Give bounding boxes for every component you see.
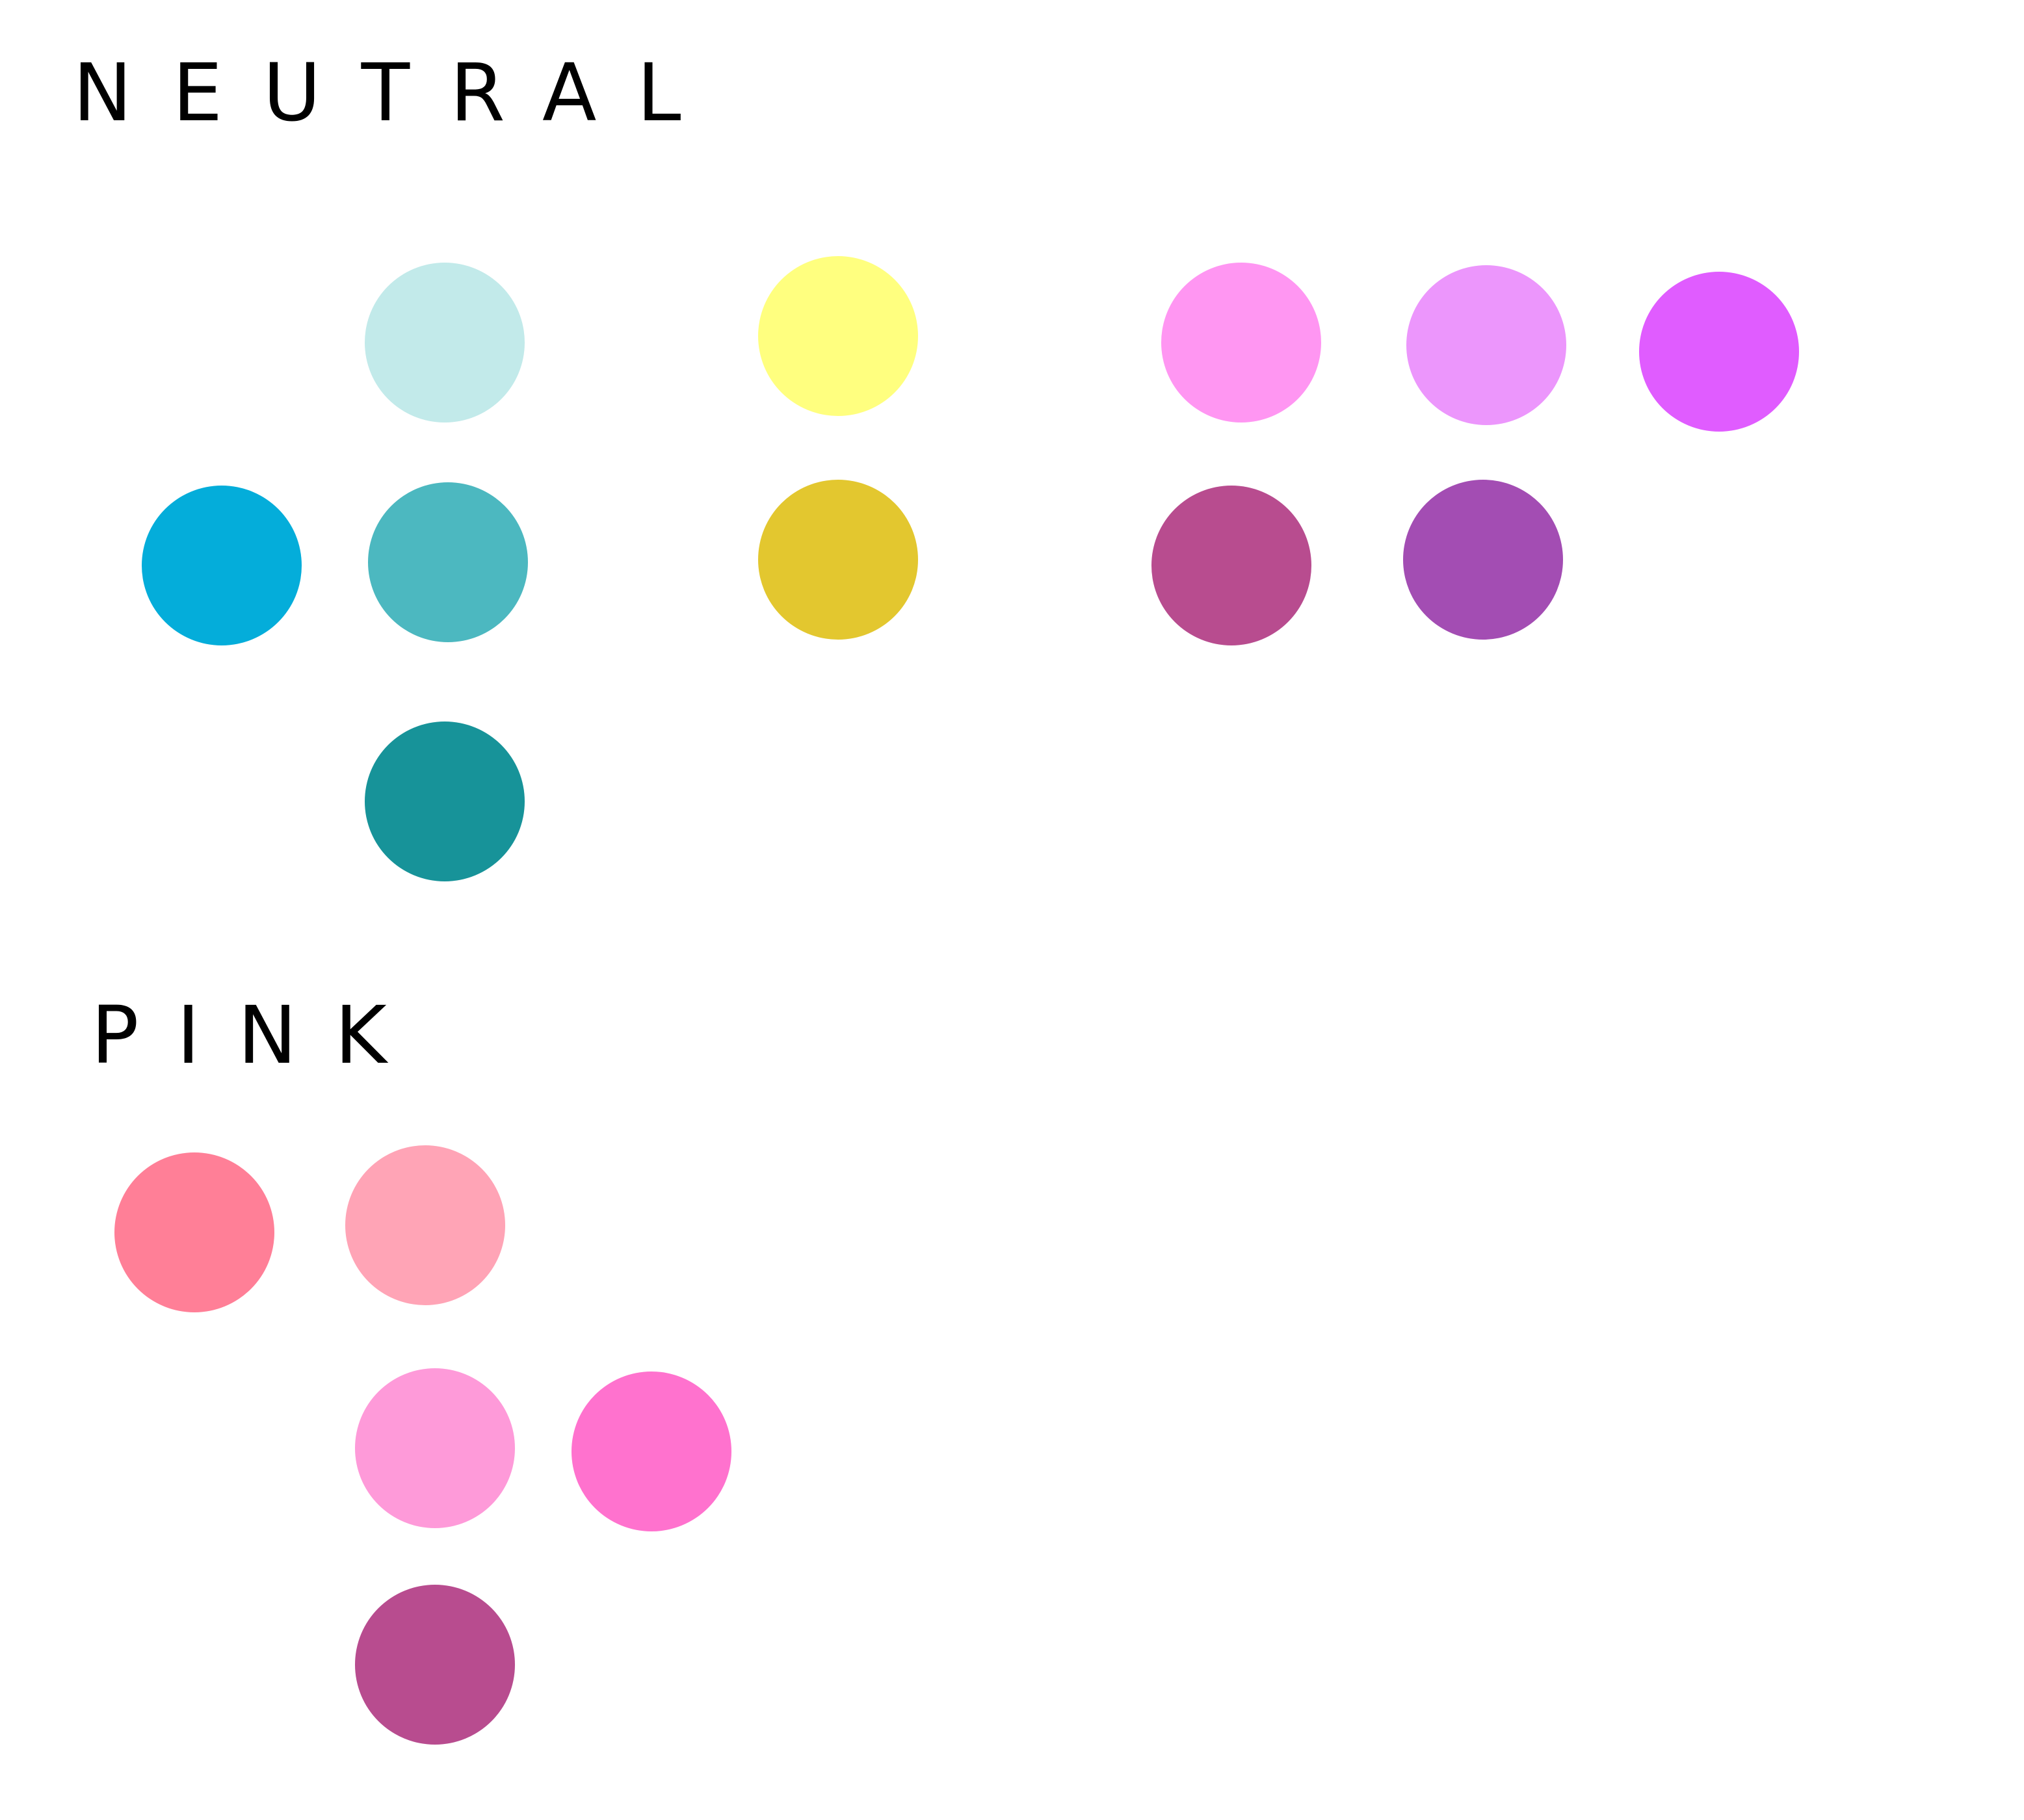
neutral-swatch-light-yellow[interactable] [758, 256, 918, 416]
pink-heading: PINK [91, 989, 425, 1082]
pink-swatch-light-pink[interactable] [355, 1368, 515, 1528]
neutral-swatch-purple[interactable] [1403, 480, 1563, 640]
neutral-swatch-light-cyan[interactable] [365, 263, 525, 422]
neutral-swatch-teal[interactable] [368, 482, 528, 642]
pink-swatch-coral[interactable] [114, 1152, 274, 1312]
neutral-swatch-light-pink[interactable] [1161, 263, 1321, 422]
neutral-swatch-mustard[interactable] [758, 480, 918, 640]
pink-swatch-hot-pink[interactable] [572, 1372, 731, 1531]
neutral-swatch-dark-teal[interactable] [365, 722, 525, 881]
pink-swatch-plum[interactable] [355, 1585, 515, 1745]
neutral-swatch-magenta[interactable] [1639, 272, 1799, 432]
neutral-heading: NEUTRAL [73, 47, 722, 139]
pink-swatch-light-coral[interactable] [345, 1145, 505, 1305]
neutral-swatch-light-violet[interactable] [1406, 265, 1566, 425]
neutral-swatch-cyan[interactable] [142, 486, 302, 645]
neutral-swatch-plum[interactable] [1151, 486, 1311, 645]
